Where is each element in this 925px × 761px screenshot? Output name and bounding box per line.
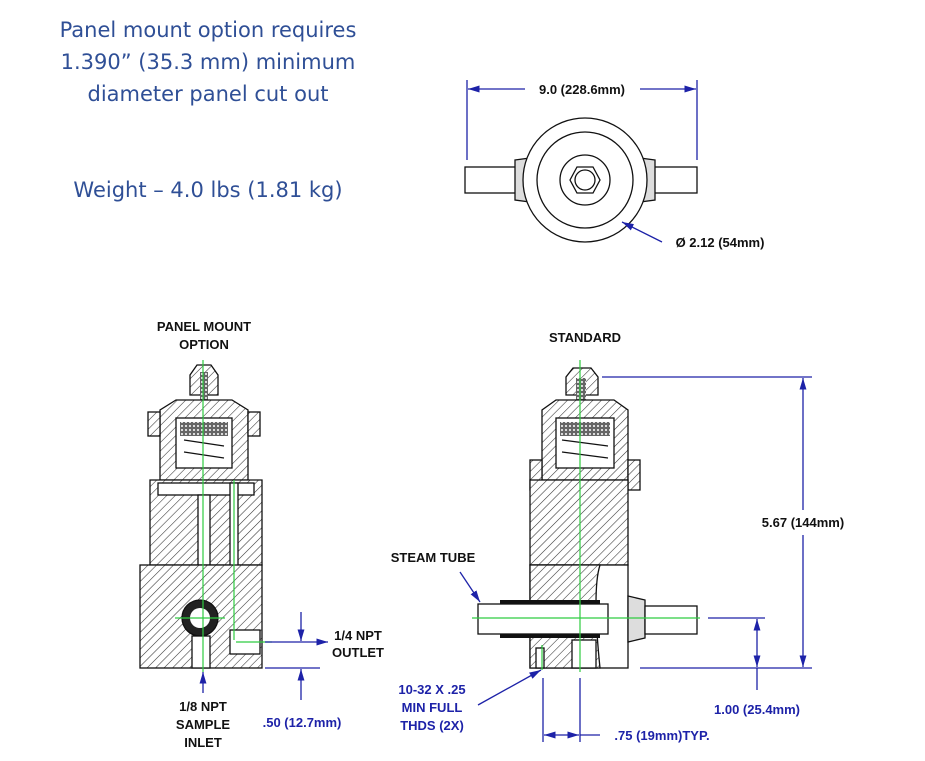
steam-tube-label: STEAM TUBE (391, 550, 476, 565)
top-view: 9.0 (228.6mm) Ø 2.12 (54mm) (464, 80, 765, 250)
steam-tube (477, 603, 609, 635)
diameter-dimension: Ø 2.12 (54mm) (676, 235, 765, 250)
panel-mount-view: PANEL MOUNT OPTION (139, 319, 384, 750)
weight-note: Weight – 4.0 lbs (1.81 kg) (73, 178, 343, 202)
inlet-label: INLET (184, 735, 222, 750)
thread-label: MIN FULL (402, 700, 463, 715)
offset-dimension: .50 (12.7mm) (263, 715, 342, 730)
height-dimension: 5.67 (144mm) (762, 515, 844, 530)
width-dimension: 9.0 (228.6mm) (539, 82, 625, 97)
thread-label: THDS (2X) (400, 718, 464, 733)
tube-height-dimension: 1.00 (25.4mm) (714, 702, 800, 717)
outlet-label: 1/4 NPT (334, 628, 382, 643)
view-title: STANDARD (549, 330, 621, 345)
spacing-dimension: .75 (19mm)TYP. (614, 728, 709, 743)
standard-view: STANDARD 5.6 (391, 330, 844, 743)
inlet-label: SAMPLE (176, 717, 231, 732)
thread-label: 10-32 X .25 (398, 682, 465, 697)
note-line: diameter panel cut out (87, 82, 329, 106)
inlet-label: 1/8 NPT (179, 699, 227, 714)
view-title: OPTION (179, 337, 229, 352)
panel-cutout-note: Panel mount option requires 1.390” (35.3… (28, 14, 388, 110)
note-line: 1.390” (35.3 mm) minimum (60, 50, 356, 74)
outlet-label: OUTLET (332, 645, 384, 660)
note-line: Panel mount option requires (59, 18, 357, 42)
view-title: PANEL MOUNT (157, 319, 251, 334)
